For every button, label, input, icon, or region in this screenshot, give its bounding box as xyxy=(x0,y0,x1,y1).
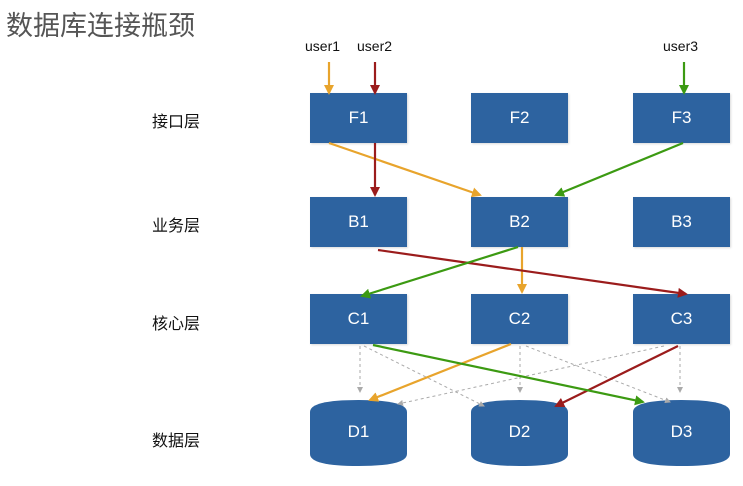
layer-label-core: 核心层 xyxy=(152,314,201,333)
database-label: D2 xyxy=(508,422,531,441)
node-f2: F2 xyxy=(471,93,568,143)
path-user3-f3-to-b2 xyxy=(554,141,684,197)
database-label: D3 xyxy=(670,422,693,441)
path-user3-c1-to-d3 xyxy=(372,343,645,406)
dashed-link-c3-d1 xyxy=(397,345,665,406)
user-label-user2: user2 xyxy=(357,38,393,54)
node-b3: B3 xyxy=(633,197,730,247)
database-icon xyxy=(310,400,407,466)
page-title: 数据库连接瓶颈 xyxy=(6,11,195,42)
node-c3: C3 xyxy=(633,294,730,344)
layer-label-data: 数据层 xyxy=(152,431,201,450)
database-d1: D1 xyxy=(310,400,407,466)
database-label: D1 xyxy=(347,422,370,441)
path-user3-b2-to-c1 xyxy=(360,245,519,299)
database-d2: D2 xyxy=(471,400,568,466)
database-icon xyxy=(633,400,730,466)
path-user2-b1-to-c3 xyxy=(377,248,688,298)
path-user1-c2-to-d1 xyxy=(368,342,512,402)
dashed-link-c1-d2 xyxy=(363,345,485,407)
node-f3: F3 xyxy=(633,93,730,143)
node-b1: B1 xyxy=(310,197,407,247)
node-c1: C1 xyxy=(310,294,407,344)
node-c2: C2 xyxy=(471,294,568,344)
path-user2-c3-to-d2 xyxy=(554,345,679,407)
database-icon xyxy=(471,400,568,466)
layer-label-interface: 接口层 xyxy=(152,112,201,131)
dashed-link-c2-d3 xyxy=(525,345,671,403)
node-b2: B2 xyxy=(471,197,568,247)
user-label-user1: user1 xyxy=(305,38,341,54)
node-f1: F1 xyxy=(310,93,407,143)
path-user1-f1-to-b2 xyxy=(328,141,482,198)
layer-label-business: 业务层 xyxy=(152,216,201,235)
user-label-user3: user3 xyxy=(663,38,699,54)
database-d3: D3 xyxy=(633,400,730,466)
